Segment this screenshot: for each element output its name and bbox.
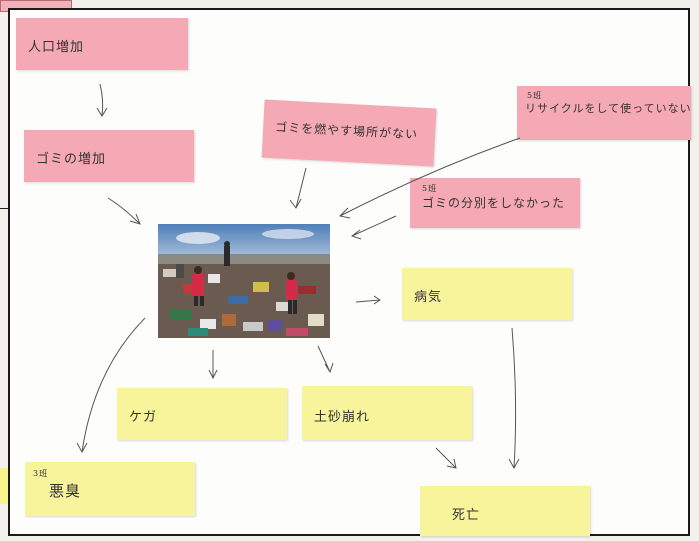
note-injury: ケガ xyxy=(117,388,287,440)
note-no-burn-place: ゴミを燃やす場所がない xyxy=(261,99,437,167)
note-bad-smell-text: 悪臭 xyxy=(49,482,82,500)
note-landslide: 土砂崩れ xyxy=(302,386,472,440)
note-illness: 病気 xyxy=(402,268,572,320)
note-not-sorting: 5班 ゴミの分別をしなかった xyxy=(410,178,580,228)
note-illness-text: 病気 xyxy=(414,290,443,305)
note-garbage-increase: ゴミの増加 xyxy=(24,130,194,182)
cropped-line xyxy=(0,208,10,209)
note-population-increase-text: 人口増加 xyxy=(28,40,85,55)
garbage-dump-image xyxy=(158,224,330,338)
note-death-text: 死亡 xyxy=(452,508,481,523)
note-bad-smell-group: 3班 xyxy=(33,469,49,478)
note-landslide-text: 土砂崩れ xyxy=(314,410,371,425)
note-not-recycling-group: 5班 xyxy=(527,91,543,100)
note-population-increase: 人口増加 xyxy=(16,18,188,70)
note-not-recycling: 5班 リサイクルをして使っていない xyxy=(517,86,691,140)
note-not-sorting-text: ゴミの分別をしなかった xyxy=(422,196,566,210)
note-not-sorting-group: 5班 xyxy=(422,184,438,193)
note-no-burn-place-text: ゴミを燃やす場所がない xyxy=(274,120,419,142)
note-death: 死亡 xyxy=(420,486,590,536)
note-injury-text: ケガ xyxy=(129,410,158,425)
garbage-dump-photo xyxy=(158,224,330,338)
note-garbage-increase-text: ゴミの増加 xyxy=(36,152,107,167)
note-not-recycling-text: リサイクルをして使っていない xyxy=(525,102,692,115)
note-bad-smell: 3班 悪臭 xyxy=(25,462,195,516)
